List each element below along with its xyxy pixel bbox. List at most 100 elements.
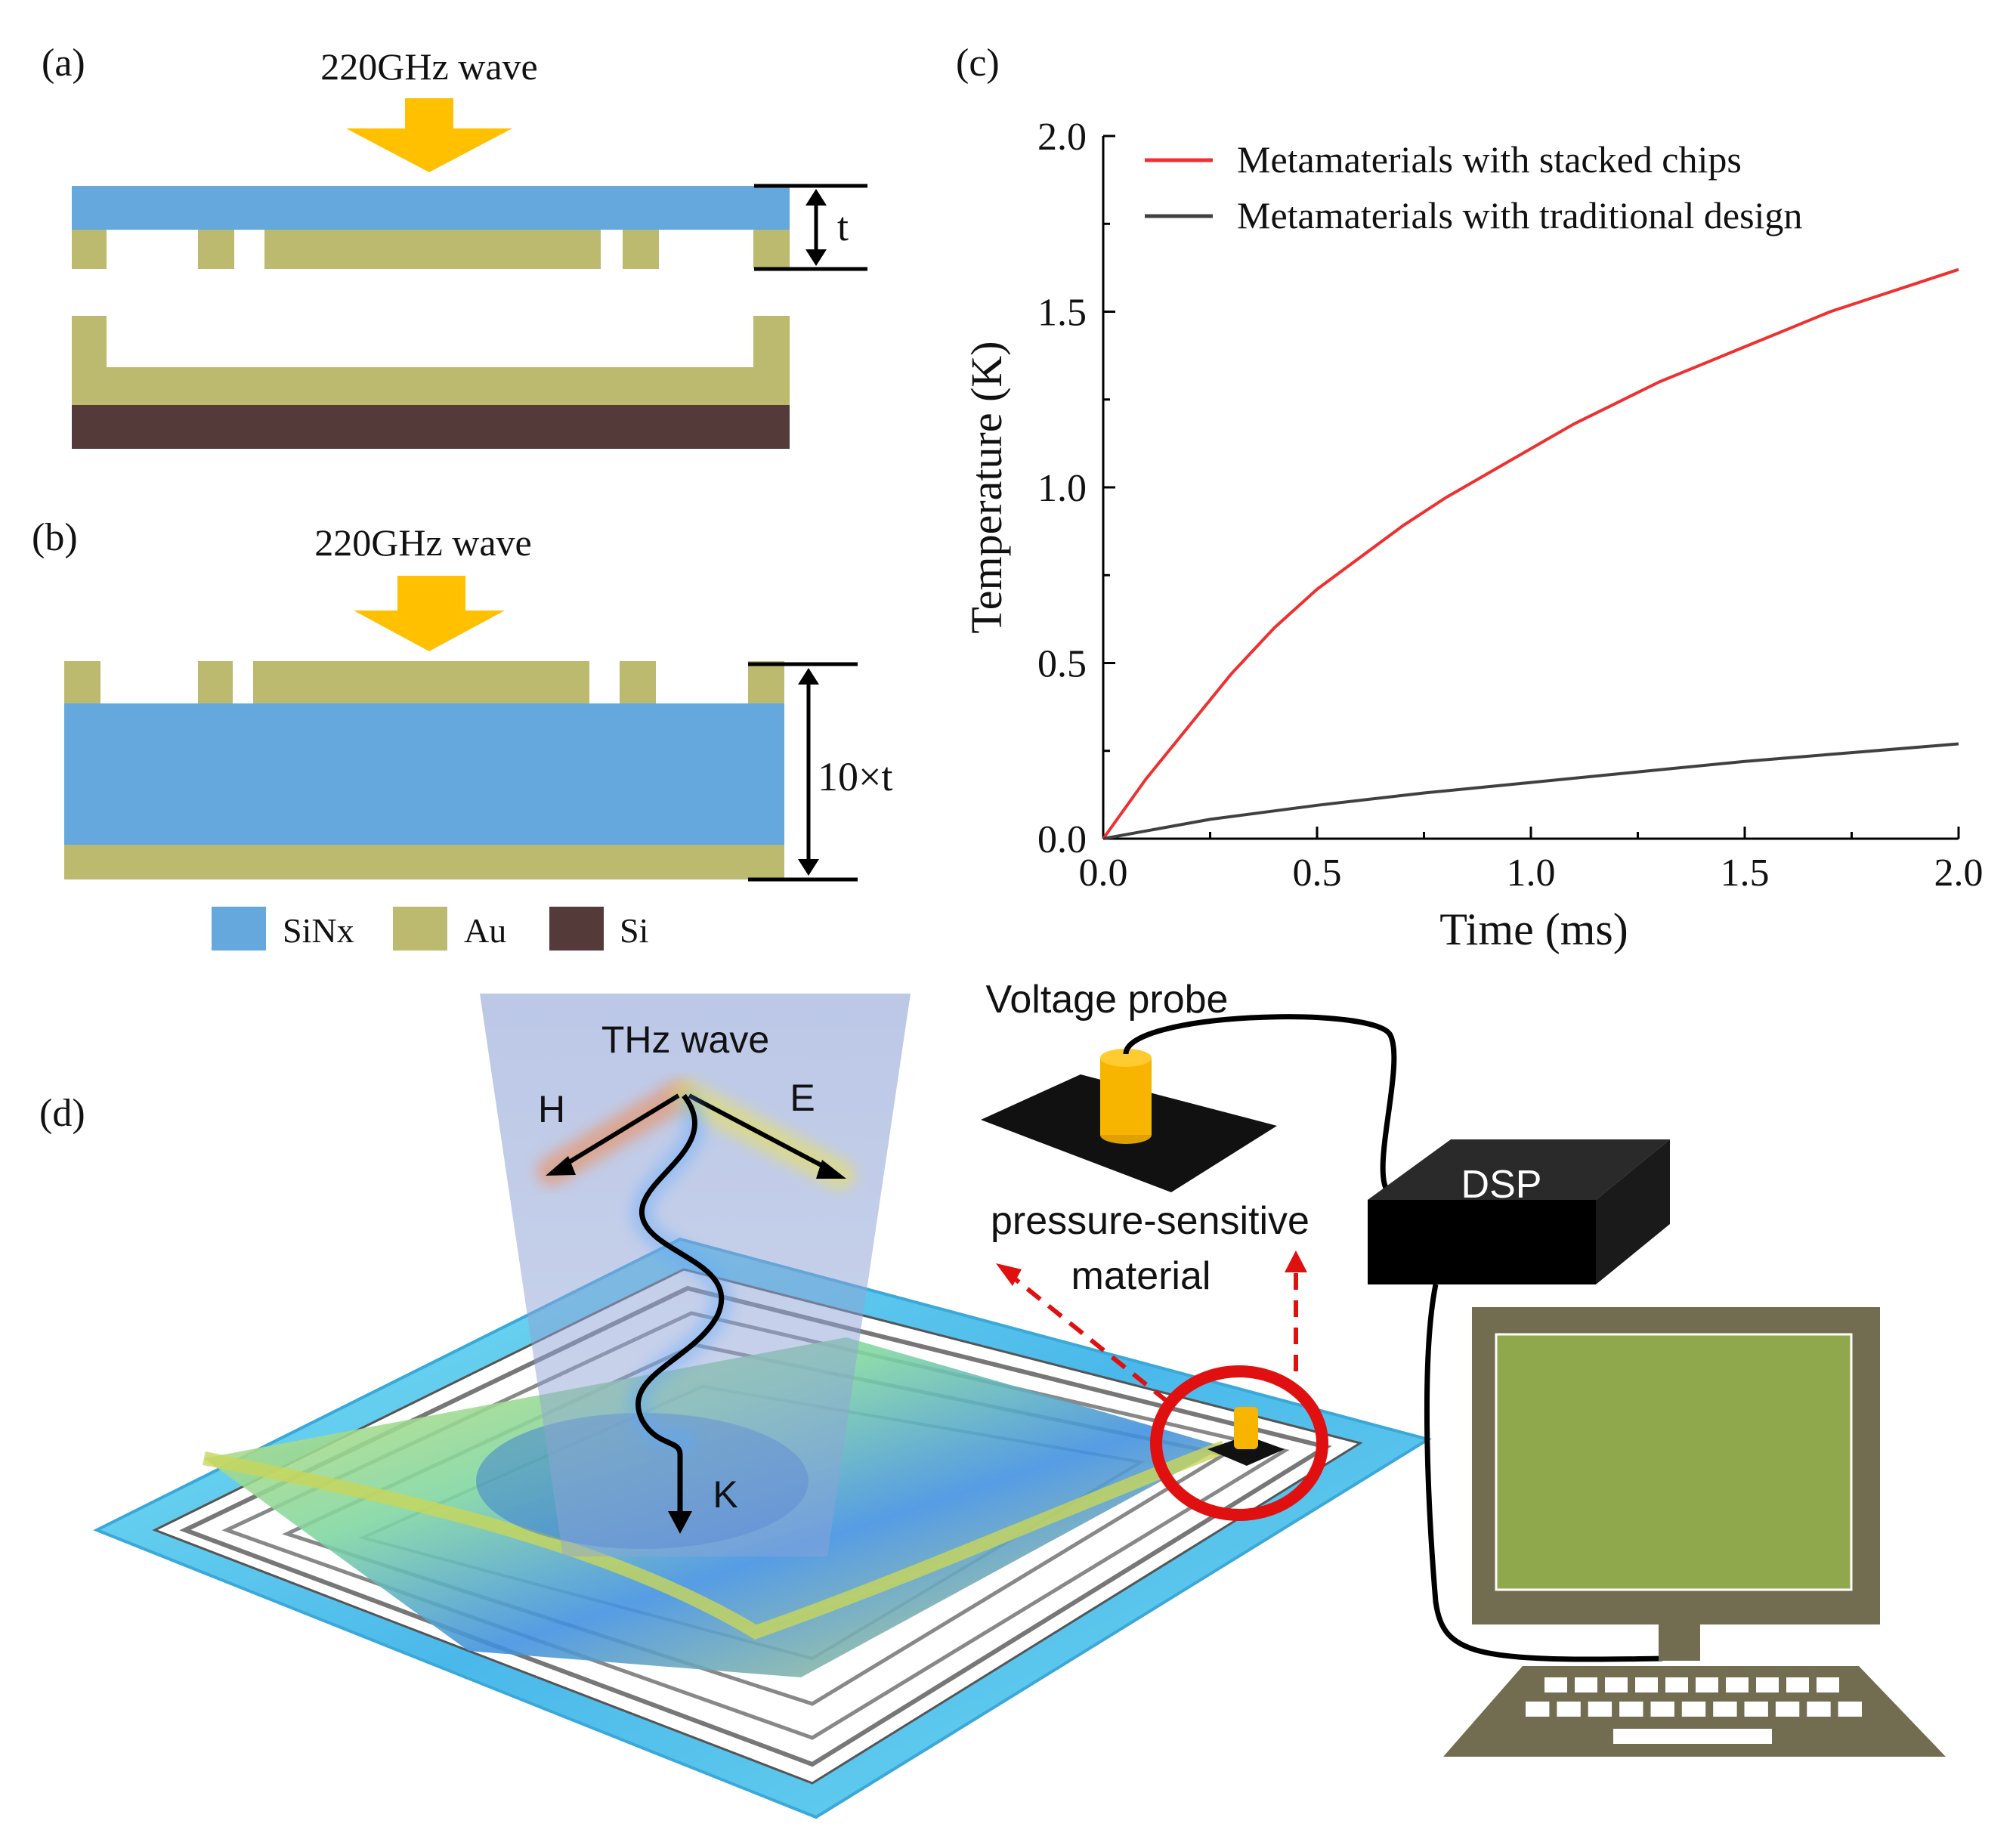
panel-b-dimension-arrowhead [798, 668, 819, 685]
k-label: K [713, 1473, 737, 1516]
x-tick-label: 0.0 [1079, 852, 1128, 895]
keyboard-key [1726, 1677, 1749, 1692]
metamaterial-heat-sheet-edge [203, 1440, 1227, 1640]
keyboard-key [1575, 1677, 1597, 1692]
dashed-arrow-up-head [1285, 1250, 1307, 1272]
thz-wave-label: THz wave [601, 1019, 769, 1061]
e-vector [688, 1093, 831, 1172]
dsp-label: DSP [1461, 1163, 1542, 1207]
panel-b: (b) 220GHz wave 10×t SiNx Au Si [32, 516, 892, 951]
legend-swatch-sinx [212, 907, 266, 951]
computer [1443, 1307, 1946, 1757]
panel-a-au-pattern [753, 230, 790, 269]
dsp-box-side [1596, 1139, 1670, 1284]
legend-label-stacked: Metamaterials with stacked chips [1237, 138, 1742, 181]
legend-label-au: Au [464, 911, 506, 950]
keyboard-key [1588, 1702, 1612, 1717]
panel-b-wave-arrow [354, 576, 505, 651]
panel-a-wave-label: 220GHz wave [320, 45, 537, 88]
keyboard-key [1838, 1702, 1862, 1717]
x-tick-label: 1.5 [1721, 852, 1770, 895]
pressure-chip-base-small [1207, 1436, 1285, 1466]
panel-d-label: (d) [39, 1092, 85, 1135]
panel-a-label: (a) [42, 42, 85, 85]
panel-c-label: (c) [956, 42, 1000, 85]
keyboard-key [1807, 1702, 1831, 1717]
panel-a-au-pattern [623, 230, 659, 269]
y-axis-title: Temperature (K) [962, 341, 1011, 633]
metamaterial-ring [221, 1311, 1290, 1740]
panel-a-si-substrate [72, 405, 790, 449]
panel-a-dimension-arrowhead [805, 249, 827, 266]
y-tick-label: 2.0 [1037, 116, 1087, 159]
keyboard-spacebar [1613, 1729, 1772, 1744]
panel-b-au-pattern [198, 661, 233, 703]
k-wave [635, 1093, 725, 1455]
x-tick-label: 2.0 [1934, 852, 1984, 895]
x-axis-title: Time (ms) [1439, 904, 1628, 954]
keyboard-key [1713, 1702, 1737, 1717]
series-line-stacked-chips [1102, 267, 1959, 840]
panel-d: (d) THz wave H E K [39, 978, 1946, 1819]
y-tick-label: 1.0 [1037, 467, 1087, 510]
keyboard-key [1635, 1677, 1658, 1692]
panel-b-au-pattern [64, 661, 100, 703]
panel-b-au-pattern [253, 661, 589, 703]
legend-label-sinx: SiNx [283, 911, 354, 950]
keyboard-key [1696, 1677, 1718, 1692]
legend-swatch-si [549, 907, 604, 951]
monitor-stand [1659, 1624, 1700, 1661]
panel-a-au-pattern [264, 230, 601, 269]
dashed-arrow-left-head [996, 1263, 1022, 1286]
y-tick-label: 0.5 [1037, 643, 1087, 686]
series-line-traditional-design [1102, 742, 1959, 840]
e-label: E [790, 1077, 815, 1119]
keyboard-key [1756, 1677, 1779, 1692]
dsp-cable [1424, 1284, 1663, 1662]
panel-a-au-reflector [72, 316, 790, 405]
chart-series [1102, 267, 1959, 840]
keyboard-key [1775, 1702, 1800, 1717]
h-vector-arrowhead [546, 1156, 576, 1176]
legend-swatch-au [393, 907, 447, 951]
panel-a-dimension-arrowhead [805, 189, 827, 206]
keyboard-key [1786, 1677, 1809, 1692]
voltage-probe-label: Voltage probe [986, 978, 1229, 1022]
materials-legend: SiNx Au Si [212, 907, 648, 951]
x-tick-label: 1.0 [1507, 852, 1556, 895]
panel-b-dimension-arrowhead [798, 859, 819, 876]
keyboard-key [1650, 1702, 1674, 1717]
panel-b-au-pattern [620, 661, 656, 703]
panel-b-au-bottom [64, 845, 784, 879]
keyboard-key [1605, 1677, 1628, 1692]
keyboard-key [1557, 1702, 1581, 1717]
keyboard-key [1681, 1702, 1706, 1717]
keyboard-keys [1526, 1677, 1862, 1744]
panel-b-sinx-layer [64, 703, 784, 845]
h-vector [561, 1093, 680, 1168]
keyboard-key [1526, 1702, 1550, 1717]
probe-cylinder-top [1100, 1049, 1152, 1067]
highlight-circle [1150, 1365, 1328, 1521]
panel-a-wave-arrow [346, 98, 512, 172]
h-label: H [538, 1088, 565, 1130]
probe-cylinder [1100, 1058, 1152, 1135]
panel-a-thickness-label: t [837, 204, 849, 249]
monitor-screen [1495, 1333, 1853, 1591]
panel-b-label: (b) [32, 516, 78, 559]
y-tick-label: 1.5 [1037, 292, 1087, 335]
panel-b-au-pattern [748, 661, 784, 703]
panel-a-au-pattern [198, 230, 234, 269]
panel-a: (a) 220GHz wave t [42, 42, 867, 449]
keyboard-key [1544, 1677, 1567, 1692]
k-vector-arrowhead [668, 1511, 692, 1534]
panel-b-thickness-label: 10×t [818, 754, 892, 799]
dashed-arrow-left [1011, 1275, 1169, 1404]
keyboard-key [1744, 1702, 1768, 1717]
keyboard-key [1619, 1702, 1643, 1717]
dsp-box-front [1368, 1200, 1596, 1284]
